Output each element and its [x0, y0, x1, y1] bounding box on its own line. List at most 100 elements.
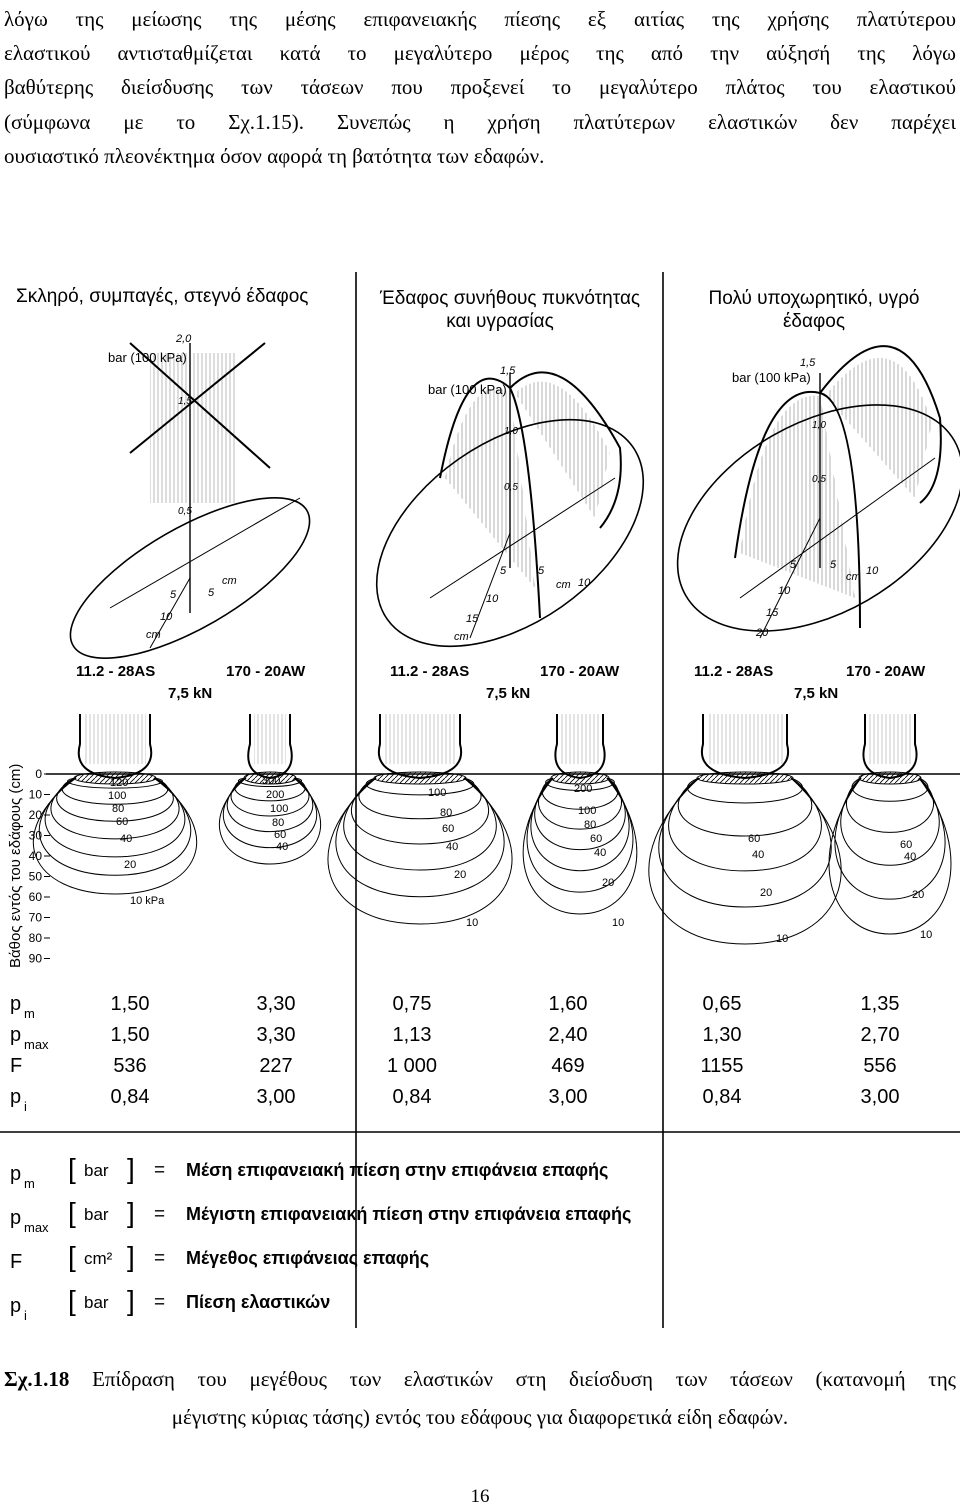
table-row-subscript: m [24, 1006, 35, 1021]
isobar-label: 10 [776, 933, 788, 945]
isobar-line [223, 777, 317, 849]
table-row-symbol: p [10, 1086, 21, 1108]
table-cell: 3,00 [549, 1086, 588, 1108]
tyre-hatch [384, 714, 456, 764]
ellipse-tick: 10 [160, 611, 173, 623]
legend-unit: bar [84, 1293, 109, 1312]
legend-text: Μέγεθος επιφάνειας επαφής [186, 1248, 429, 1268]
axis-mid-label: 1,0 [504, 426, 518, 437]
paragraph-line: ουσιαστικό πλεονέκτημα όσον αφορά τη βατ… [4, 143, 545, 168]
isobar-line [530, 777, 630, 872]
isobar-label: 80 [584, 819, 596, 831]
depth-tick: 10 [29, 788, 43, 802]
legend-equals: = [154, 1160, 165, 1181]
table-cell: 1155 [700, 1055, 743, 1077]
table-row-symbol: p [10, 993, 21, 1015]
depth-tick: 70 [29, 911, 43, 925]
isobar-label: 20 [912, 889, 924, 901]
legend-symbol: p [10, 1207, 21, 1229]
isobar-label: 80 [272, 817, 284, 829]
ellipse-tick: 5 [170, 589, 177, 601]
bracket-icon: ] [127, 1197, 135, 1228]
isobar-line [846, 777, 934, 833]
isobar-line [538, 777, 622, 830]
table-cell: 0,84 [393, 1086, 432, 1108]
ellipse-unit: cm [556, 579, 571, 591]
axis-max-label: 2,0 [175, 333, 192, 345]
contact-patch [373, 771, 467, 785]
isobar-line [534, 777, 626, 851]
tyre-hatch [707, 714, 783, 764]
depth-tick: 80 [29, 931, 43, 945]
axis-mid-label: 1,5 [178, 396, 192, 407]
legend-equals: = [154, 1204, 165, 1225]
legend-subscript: i [24, 1308, 27, 1323]
isobar-line [343, 777, 497, 871]
contact-patch [858, 771, 922, 785]
isobar-label: 60 [274, 829, 286, 841]
isobar-label: 40 [446, 841, 458, 853]
depth-tick: 20 [29, 808, 43, 822]
table-row-symbol: p [10, 1024, 21, 1046]
axis-unit-label: bar (100 kPa) [108, 350, 187, 365]
isobar-line [828, 777, 952, 935]
depth-tick: 60 [29, 890, 43, 904]
table-cell: 0,84 [111, 1086, 150, 1108]
bracket-icon: ] [127, 1285, 135, 1316]
legend-unit: bar [84, 1161, 109, 1180]
ellipse-tick: 5 [830, 559, 837, 571]
axis-low-label: 0,5 [812, 474, 826, 485]
bracket-icon: ] [127, 1241, 135, 1272]
isobar-line [677, 777, 813, 837]
table-cell: 1,60 [549, 993, 588, 1015]
isobar-label: 80 [112, 803, 124, 815]
ellipse-tick: 5 [500, 565, 507, 577]
panel-3-stress-sketch: 1,5 bar (100 kPa) 1,0 0,5 5 10 15 20 5 c… [676, 345, 960, 639]
bracket-icon: [ [68, 1153, 76, 1184]
tyre-stress-bulb [32, 714, 198, 895]
isobar-line [545, 777, 615, 791]
table-row-subscript: max [24, 1037, 49, 1052]
isobar-label: 200 [574, 783, 592, 795]
tyre-label: 170 - 20AW [226, 663, 306, 680]
ellipse-tick: 15 [466, 613, 479, 625]
load-label: 7,5 kN [168, 685, 212, 702]
table-cell: 556 [863, 1055, 896, 1077]
panel-3-title: Πολύ υποχωρητικό, υγρό [709, 288, 920, 309]
panel-2-stress-sketch: 1,5 bar (100 kPa) 1,0 0,5 5 10 15 cm 5 c… [375, 365, 645, 648]
table-cell: 2,70 [861, 1024, 900, 1046]
isobar-label: 100 [270, 803, 288, 815]
isobar-label: 20 [760, 887, 772, 899]
axis-max-label: 1,5 [500, 365, 516, 377]
table-cell: 0,84 [703, 1086, 742, 1108]
ellipse-tick: 15 [766, 607, 779, 619]
isobar-label: 40 [594, 847, 606, 859]
ellipse-unit: cm [846, 571, 861, 583]
tyre-stress-bulb [648, 714, 842, 945]
panel-2-title: Έδαφος συνήθους πυκνότητας [379, 288, 640, 309]
isobar-label: 60 [442, 823, 454, 835]
isobar-line [44, 777, 186, 858]
isobar-label: 40 [120, 833, 132, 845]
table-cell: 3,00 [861, 1086, 900, 1108]
depth-tick: 0 [35, 767, 42, 781]
depth-tick: 90 [29, 952, 43, 966]
tyre-hatch [254, 714, 286, 764]
panel-2-title: και υγρασίας [446, 311, 554, 332]
table-cell: 0,65 [703, 993, 742, 1015]
ellipse-tick: 10 [578, 577, 591, 589]
contact-patch [550, 771, 610, 785]
bracket-icon: [ [68, 1197, 76, 1228]
panel-3-title: έδαφος [783, 311, 845, 332]
isobar-label: 60 [590, 833, 602, 845]
isobar-label: 80 [440, 807, 452, 819]
bracket-icon: [ [68, 1241, 76, 1272]
panel-1-stress-sketch: 2,0 bar (100 kPa) 1,5 0,5 5 10 cm 5 cm [69, 333, 311, 659]
legend-equals: = [154, 1248, 165, 1269]
table-cell: 469 [551, 1055, 584, 1077]
legend-symbol: F [10, 1251, 22, 1273]
ellipse-unit: cm [454, 631, 469, 643]
isobar-line [668, 777, 822, 872]
table-cell: 3,30 [257, 993, 296, 1015]
